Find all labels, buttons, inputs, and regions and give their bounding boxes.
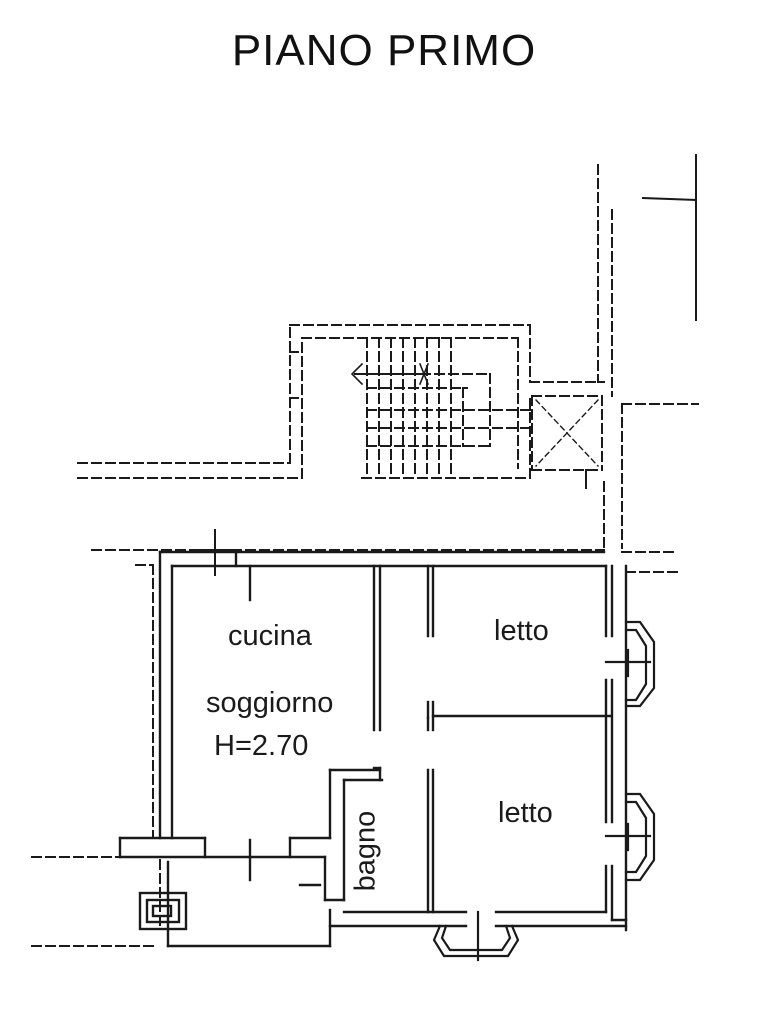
flue-icon xyxy=(138,891,188,931)
room-label-cucina: cucina xyxy=(228,620,312,652)
room-label-soggiorno: soggiorno xyxy=(206,687,334,719)
room-label-bagno: bagno xyxy=(349,810,382,892)
bay-window xyxy=(604,792,656,882)
room-label-letto-bottom: letto xyxy=(498,797,553,829)
apartment-walls xyxy=(118,550,628,948)
balcony xyxy=(432,910,520,962)
shaft-cross-icon xyxy=(535,399,599,467)
page-title: PIANO PRIMO xyxy=(231,26,537,75)
ceiling-height-label: H=2.70 xyxy=(214,730,309,762)
bay-window xyxy=(604,620,656,708)
room-label-letto-top: letto xyxy=(494,615,549,647)
stair-arrow-icon xyxy=(350,362,430,386)
